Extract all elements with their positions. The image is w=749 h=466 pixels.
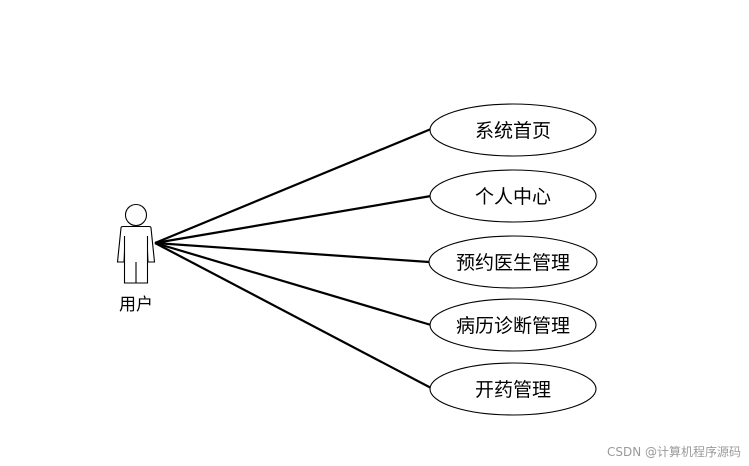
actor-head	[124, 203, 148, 227]
watermark: CSDN @计算机程序源码	[606, 445, 741, 459]
use-case-appointment-management: 预约医生管理	[428, 235, 598, 289]
use-case-label: 系统首页	[475, 120, 551, 142]
use-case-label: 个人中心	[475, 186, 551, 208]
use-case-ellipse	[428, 235, 598, 289]
use-case-ellipse	[429, 103, 597, 157]
association-line-appointment	[154, 241, 430, 264]
actor-label: 用户	[119, 295, 153, 315]
association-lines	[154, 127, 434, 390]
use-case-ellipse	[429, 362, 597, 416]
association-line-prescription	[154, 242, 434, 390]
use-case-label: 病历诊断管理	[456, 315, 570, 337]
actor-body	[116, 225, 156, 284]
association-line-diagnosis	[154, 241, 432, 327]
use-case-personal-center: 个人中心	[429, 169, 597, 223]
association-line-personal	[154, 194, 432, 245]
use-case-label: 开药管理	[475, 379, 551, 401]
use-case-ellipse	[429, 298, 597, 352]
use-case-ellipse	[429, 169, 597, 223]
use-case-label: 预约医生管理	[456, 252, 570, 274]
use-case-diagnosis-management: 病历诊断管理	[429, 298, 597, 352]
association-line-home	[154, 127, 432, 245]
actor-user	[116, 203, 156, 284]
use-case-home: 系统首页	[429, 103, 597, 157]
use-case-prescription-management: 开药管理	[429, 362, 597, 416]
